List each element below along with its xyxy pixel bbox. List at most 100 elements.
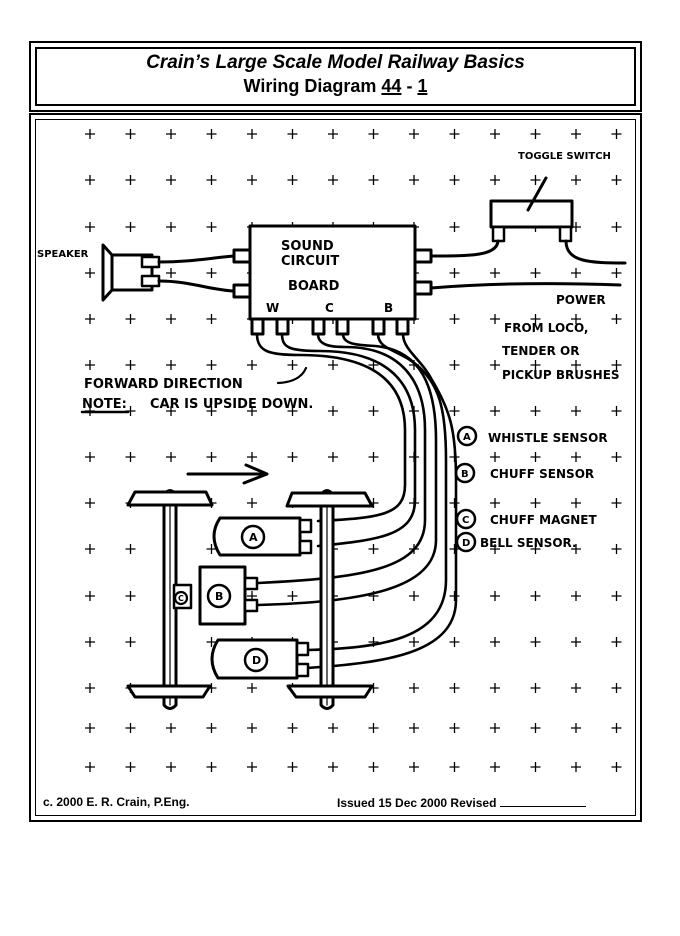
grid-cross [368, 723, 379, 733]
grid-cross [571, 762, 581, 772]
grid-cross [206, 268, 217, 278]
legend-key-b: B [461, 469, 469, 480]
grid-cross [368, 762, 379, 772]
grid-cross [85, 222, 95, 232]
forward-direction-label: FORWARD DIRECTION [84, 377, 243, 392]
grid-cross [611, 406, 622, 416]
grid-cross [287, 175, 298, 185]
forward-arrow-icon [186, 463, 269, 485]
grid-cross [449, 591, 460, 601]
grid-cross [328, 175, 338, 185]
grid-cross [166, 129, 176, 139]
grid-cross [490, 406, 500, 416]
grid-cross [490, 129, 500, 139]
grid-cross [571, 406, 581, 416]
grid-cross [368, 129, 379, 139]
grid-cross [611, 452, 622, 462]
grid-cross [206, 406, 217, 416]
grid-cross [611, 544, 622, 554]
grid-cross [449, 360, 460, 370]
grid-cross [125, 314, 136, 324]
switch-wire-out [564, 239, 627, 265]
grid-cross [490, 591, 500, 601]
sensor-a-label: A [249, 531, 258, 544]
grid-cross [287, 129, 298, 139]
grid-cross [449, 175, 460, 185]
grid-cross [287, 591, 298, 601]
grid-cross [409, 723, 419, 733]
grid-cross [287, 360, 298, 370]
legend-circle-b [454, 462, 476, 484]
grid-cross [490, 683, 500, 693]
grid-cross [571, 129, 581, 139]
grid-cross [85, 314, 95, 324]
grid-cross [368, 452, 379, 462]
grid-cross [125, 129, 136, 139]
power-label: POWER [556, 293, 606, 307]
grid-cross [530, 762, 541, 772]
grid-cross [206, 723, 217, 733]
grid-cross [247, 360, 257, 370]
grid-cross [611, 723, 622, 733]
legend-circle-a [456, 425, 478, 447]
toggle-switch-label: TOGGLE SWITCH [518, 151, 611, 162]
grid-cross [409, 762, 419, 772]
grid-cross [125, 591, 136, 601]
grid-cross [530, 544, 541, 554]
grid-cross [530, 723, 541, 733]
grid-cross [125, 637, 136, 647]
grid-cross [247, 498, 257, 508]
grid-cross [247, 683, 257, 693]
board-label-2: CIRCUIT [281, 254, 339, 269]
grid-cross [85, 683, 95, 693]
grid-cross [247, 175, 257, 185]
grid-cross [328, 723, 338, 733]
diagram-box-inner [35, 119, 636, 816]
grid-cross [328, 406, 338, 416]
grid-cross [287, 406, 298, 416]
grid-cross [409, 683, 419, 693]
grid-cross [85, 452, 95, 462]
chuff-sensor-b [198, 565, 259, 626]
grid-cross [166, 360, 176, 370]
bell-sensor-d [210, 638, 310, 680]
grid-cross [611, 129, 622, 139]
grid-cross [85, 268, 95, 278]
grid-cross [611, 268, 622, 278]
diagram-box-outer [29, 113, 642, 822]
grid-cross [490, 268, 500, 278]
title-box-outer [29, 41, 642, 112]
grid-cross [409, 591, 419, 601]
grid-cross [530, 406, 541, 416]
legend-text-b: CHUFF SENSOR [490, 467, 594, 481]
legend-text-a: WHISTLE SENSOR [488, 431, 608, 445]
grid-cross [166, 268, 176, 278]
grid-cross [611, 222, 622, 232]
diagram-number: 44 [381, 76, 402, 96]
grid-cross [490, 360, 500, 370]
truck-assembly [126, 489, 374, 710]
grid-cross [166, 723, 176, 733]
grid-cross [611, 498, 622, 508]
grid-cross [85, 762, 95, 772]
grid-cross [85, 498, 95, 508]
grid-cross [449, 683, 460, 693]
sensor-d-label: D [252, 654, 261, 667]
title-box-inner [35, 47, 636, 106]
grid-cross [206, 544, 217, 554]
speaker-icon [101, 243, 161, 302]
grid-cross [449, 498, 460, 508]
grid-cross [166, 222, 176, 232]
power-source-3: PICKUP BRUSHES [502, 368, 620, 382]
grid-cross [125, 544, 136, 554]
legend-key-a: A [463, 432, 471, 443]
grid-cross [206, 762, 217, 772]
grid-cross [449, 268, 460, 278]
grid-cross [125, 175, 136, 185]
copyright-text: c. 2000 E. R. Crain, P.Eng. [43, 795, 190, 809]
grid-cross [166, 406, 176, 416]
grid-cross [368, 175, 379, 185]
grid-cross [206, 360, 217, 370]
legend-circle-d [455, 531, 477, 553]
